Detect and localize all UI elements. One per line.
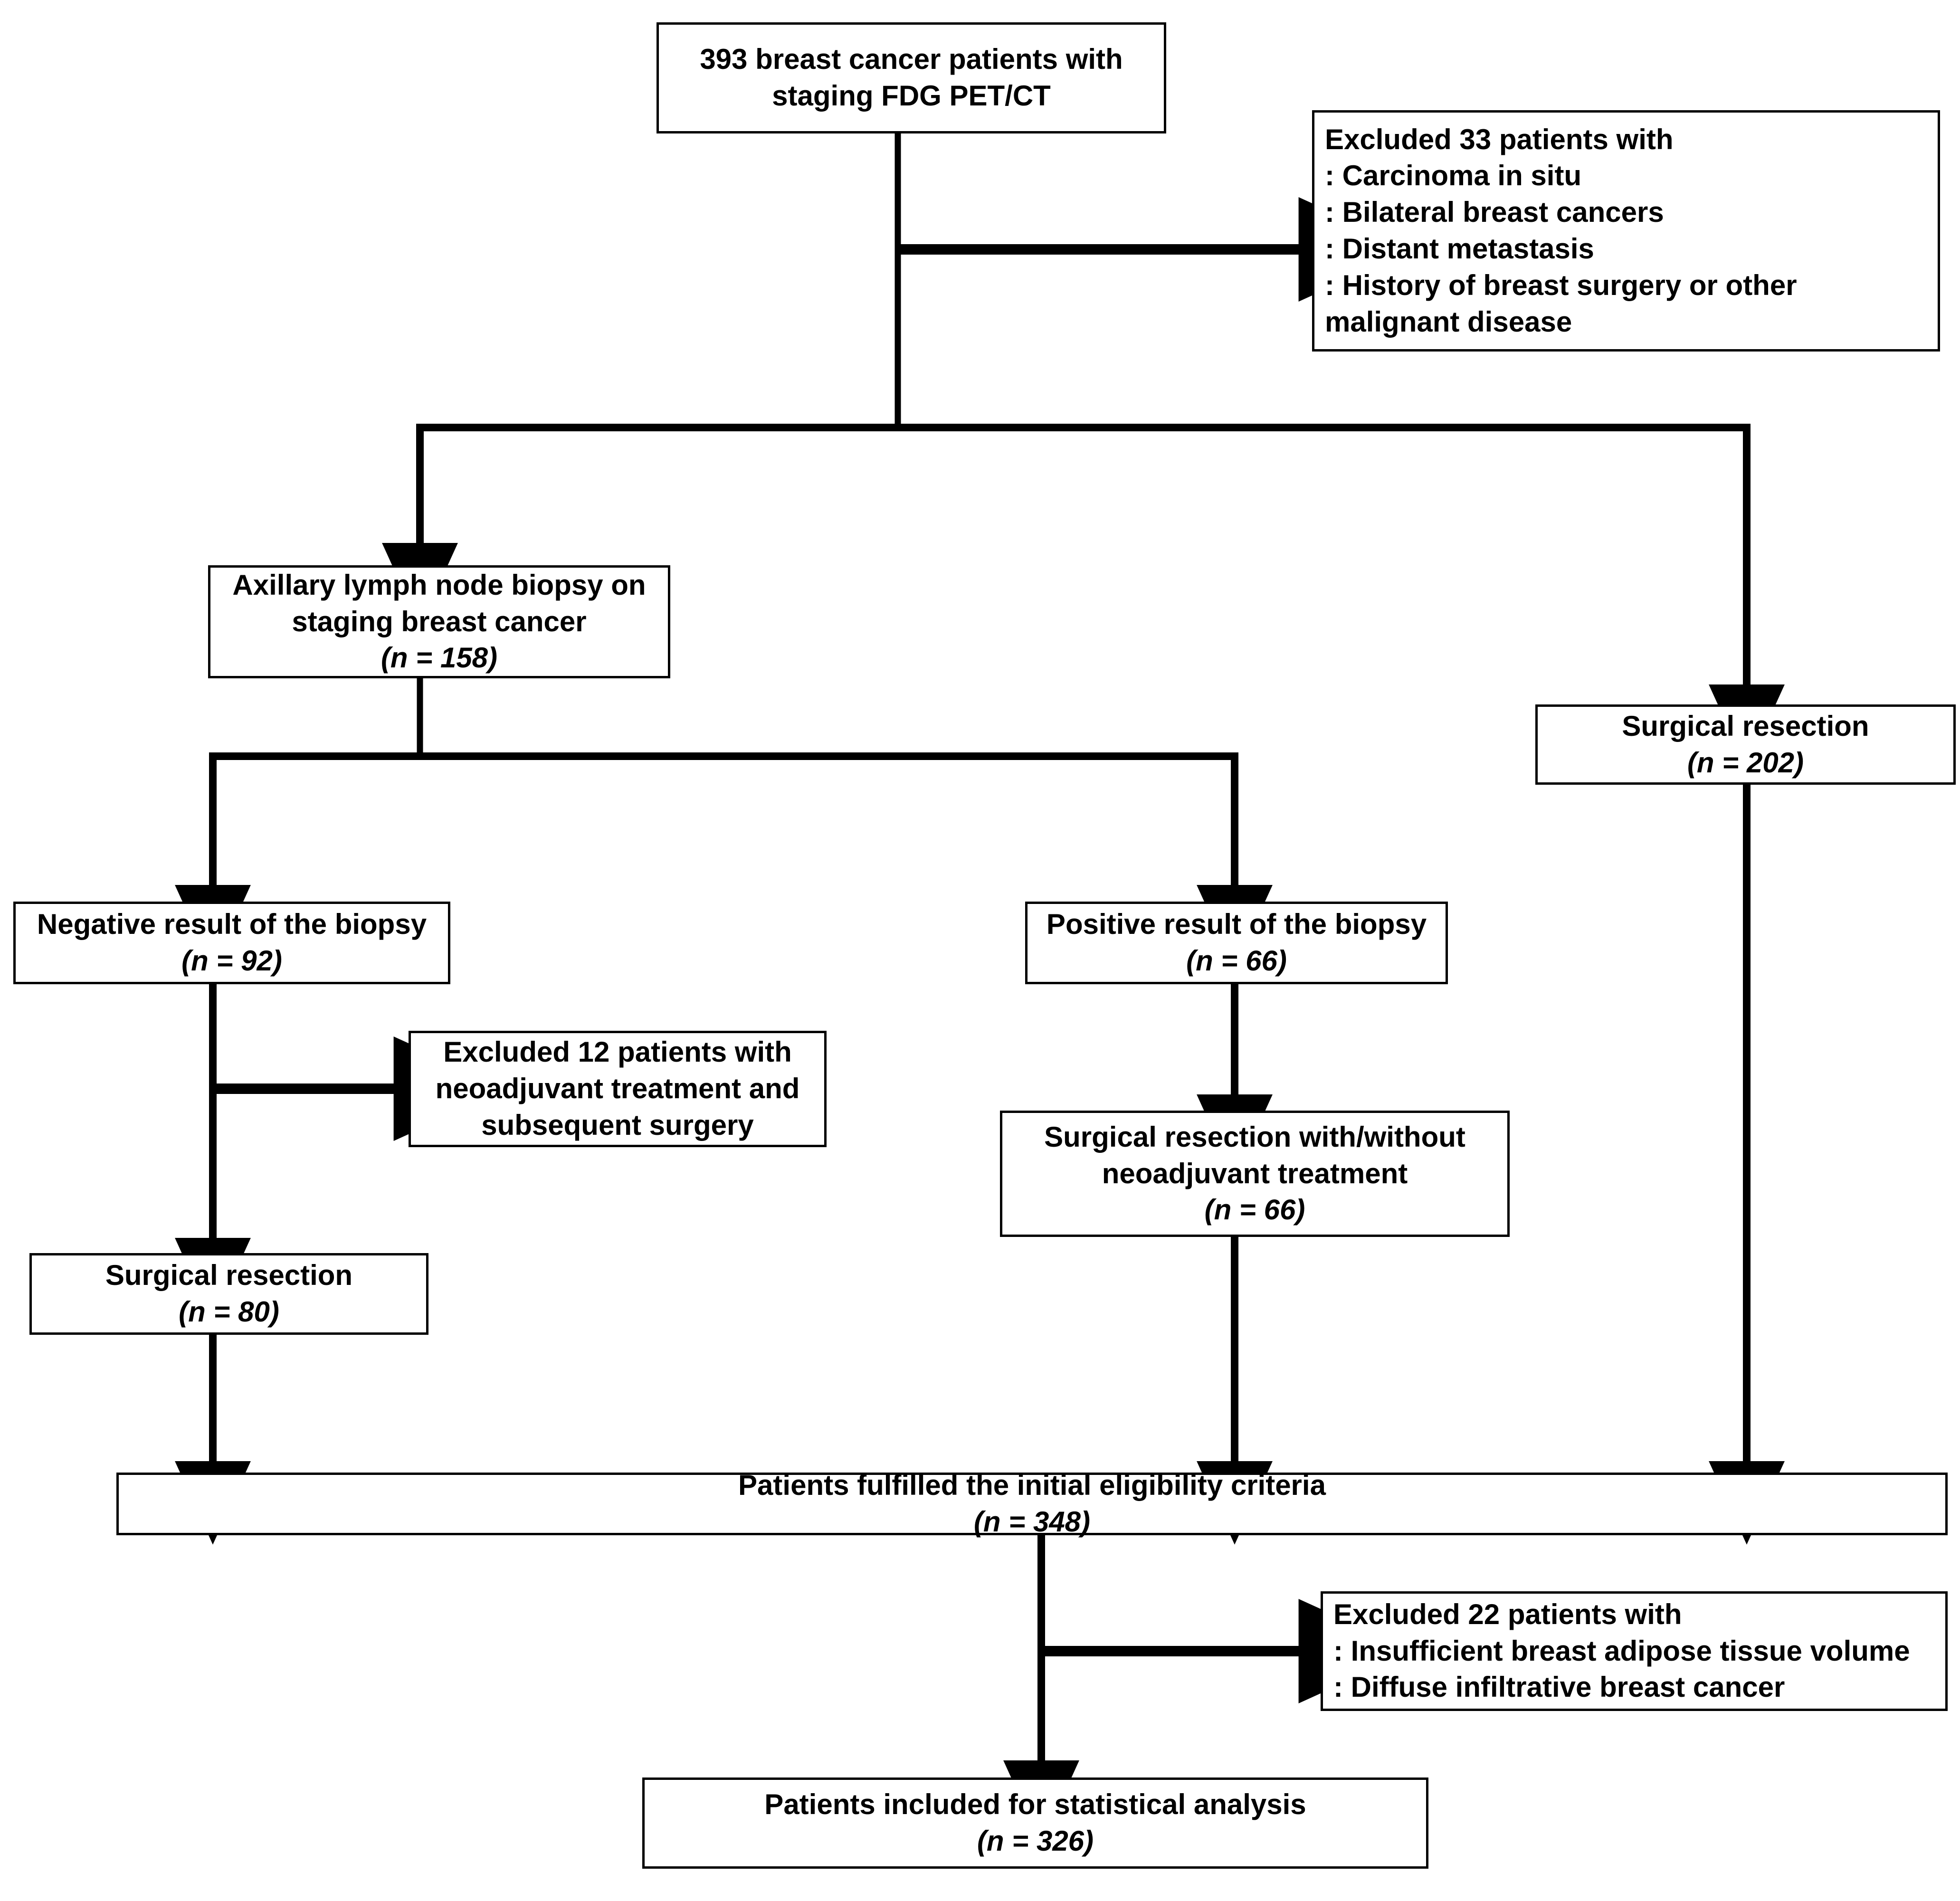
surgical-right-n-label: (n = 202) xyxy=(1687,746,1804,779)
eligible-line-1: Patients fulfilled the initial eligibili… xyxy=(738,1469,1326,1502)
surgical-left-n-label: (n = 80) xyxy=(179,1296,279,1328)
biopsy-line-1: Axillary lymph node biopsy on xyxy=(232,569,646,601)
positive-n-label: (n = 66) xyxy=(1186,945,1287,977)
negative-line-1: Negative result of the biopsy xyxy=(37,908,427,941)
node-surgical-resection-left[interactable]: Surgical resection (n = 80) xyxy=(29,1253,428,1335)
initial-cohort-line-1: 393 breast cancer patients with xyxy=(700,43,1123,76)
surgical-neoadj-n-label: (n = 66) xyxy=(1204,1194,1305,1226)
node-surgical-resection-right[interactable]: Surgical resection (n = 202) xyxy=(1535,704,1956,785)
excluded-33-line-1: Excluded 33 patients with xyxy=(1325,123,1674,155)
included-n-label: (n = 326) xyxy=(977,1825,1094,1857)
excluded-12-line-1: Excluded 12 patients with xyxy=(443,1036,792,1068)
included-line-1: Patients included for statistical analys… xyxy=(764,1788,1306,1821)
excluded-22-line-1: Excluded 22 patients with xyxy=(1333,1598,1682,1630)
excluded-12-line-2: neoadjuvant treatment and xyxy=(435,1073,800,1105)
node-surgical-resection-neoadjuvant[interactable]: Surgical resection with/without neoadjuv… xyxy=(1000,1111,1510,1237)
excluded-22-line-2: : Insufficient breast adipose tissue vol… xyxy=(1333,1635,1910,1667)
excluded-33-line-5: : History of breast surgery or other xyxy=(1325,269,1797,301)
surgical-right-line-1: Surgical resection xyxy=(1622,710,1869,742)
eligible-n-label: (n = 348) xyxy=(973,1506,1091,1538)
excluded-12-line-3: subsequent surgery xyxy=(481,1109,754,1141)
node-negative-biopsy-result[interactable]: Negative result of the biopsy (n = 92) xyxy=(13,902,450,984)
node-initial-cohort[interactable]: 393 breast cancer patients with staging … xyxy=(657,22,1166,133)
node-axillary-lymph-node-biopsy[interactable]: Axillary lymph node biopsy on staging br… xyxy=(208,565,670,678)
surgical-neoadj-line-1: Surgical resection with/without xyxy=(1044,1121,1465,1153)
excluded-33-line-3: : Bilateral breast cancers xyxy=(1325,196,1664,228)
initial-cohort-line-2: staging FDG PET/CT xyxy=(772,80,1051,112)
biopsy-n-label: (n = 158) xyxy=(381,642,498,674)
node-excluded-22[interactable]: Excluded 22 patients with : Insufficient… xyxy=(1321,1591,1948,1711)
node-excluded-33[interactable]: Excluded 33 patients with : Carcinoma in… xyxy=(1312,110,1940,352)
surgical-neoadj-line-2: neoadjuvant treatment xyxy=(1102,1157,1408,1189)
excluded-33-line-6: malignant disease xyxy=(1325,305,1572,338)
excluded-33-line-2: : Carcinoma in situ xyxy=(1325,160,1582,192)
node-patients-included-analysis[interactable]: Patients included for statistical analys… xyxy=(642,1777,1428,1869)
excluded-33-line-4: : Distant metastasis xyxy=(1325,233,1594,265)
negative-n-label: (n = 92) xyxy=(181,945,282,977)
biopsy-line-2: staging breast cancer xyxy=(292,605,587,637)
positive-line-1: Positive result of the biopsy xyxy=(1046,908,1427,941)
node-positive-biopsy-result[interactable]: Positive result of the biopsy (n = 66) xyxy=(1025,902,1448,984)
excluded-22-line-3: : Diffuse infiltrative breast cancer xyxy=(1333,1671,1785,1703)
node-patients-fulfilled-eligibility[interactable]: Patients fulfilled the initial eligibili… xyxy=(116,1469,1948,1538)
surgical-left-line-1: Surgical resection xyxy=(105,1259,353,1292)
node-excluded-12[interactable]: Excluded 12 patients with neoadjuvant tr… xyxy=(409,1031,827,1147)
